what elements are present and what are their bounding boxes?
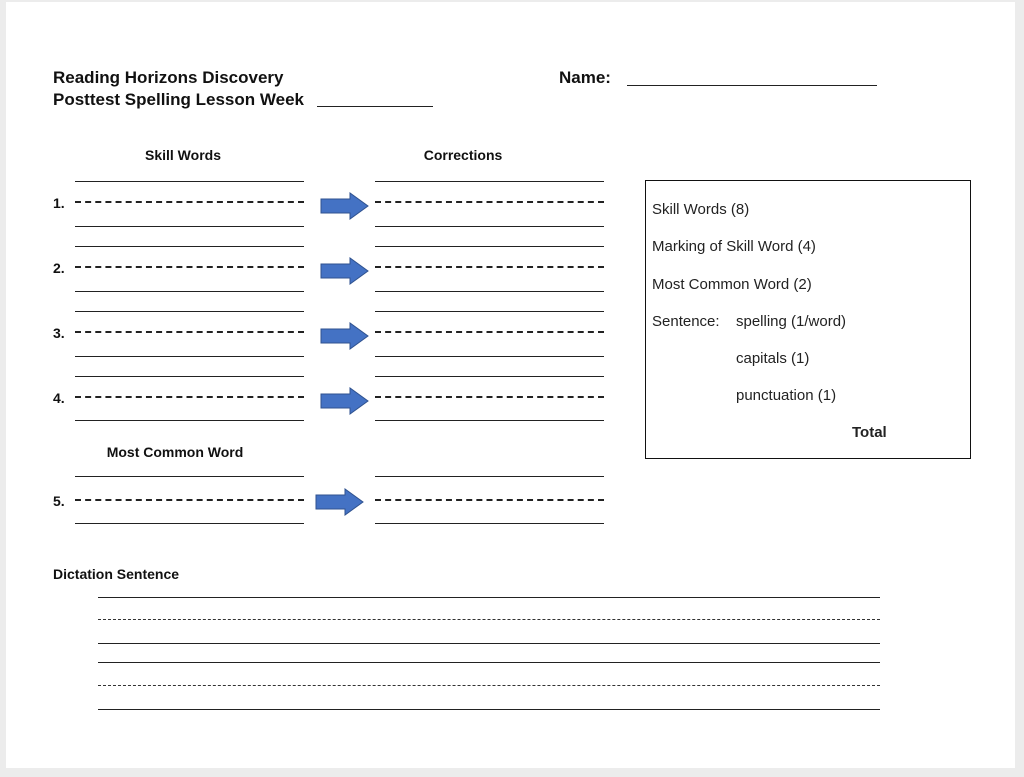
row3-correction-top-line (375, 311, 604, 312)
row1-correction-line[interactable] (375, 201, 604, 203)
row5-skill-top-line (75, 476, 304, 477)
row4-correction-line[interactable] (375, 396, 604, 398)
row3-correction-bottom-line (375, 356, 604, 357)
dictation-line-2-bottom (98, 709, 880, 710)
row5-skill-bottom-line (75, 523, 304, 524)
right-arrow-icon (320, 192, 369, 220)
dictation-line-2-top (98, 662, 880, 663)
most-common-word-heading: Most Common Word (106, 444, 244, 460)
rubric-most-common: Most Common Word (2) (652, 276, 812, 293)
name-label: Name: (559, 68, 611, 87)
row1-number: 1. (53, 195, 65, 211)
lesson-week-blank[interactable] (317, 106, 433, 107)
rubric-punctuation: punctuation (1) (736, 387, 837, 404)
row4-skill-word-line[interactable] (75, 396, 304, 398)
dictation-line-1-bottom (98, 643, 880, 644)
scoring-rubric-box (645, 180, 971, 459)
row1-correction-bottom-line (375, 226, 604, 227)
worksheet-title: Reading Horizons Discovery (53, 68, 284, 87)
row4-correction-top-line (375, 376, 604, 377)
row2-correction-bottom-line (375, 291, 604, 292)
rubric-skill-words: Skill Words (8) (652, 201, 750, 218)
row3-correction-line[interactable] (375, 331, 604, 333)
row4-skill-top-line (75, 376, 304, 377)
right-arrow-icon (320, 387, 369, 415)
row5-correction-bottom-line (375, 523, 604, 524)
row3-number: 3. (53, 325, 65, 341)
dictation-line-1-mid[interactable] (98, 619, 880, 620)
row3-skill-top-line (75, 311, 304, 312)
corrections-heading: Corrections (423, 147, 503, 163)
right-arrow-icon (315, 488, 364, 516)
rubric-capitals: capitals (1) (736, 350, 810, 367)
rubric-sentence-label: Sentence: (652, 313, 720, 330)
skill-words-heading: Skill Words (145, 147, 221, 163)
rubric-spelling: spelling (1/word) (736, 313, 847, 330)
row2-correction-top-line (375, 246, 604, 247)
row4-skill-bottom-line (75, 420, 304, 421)
row5-common-word-line[interactable] (75, 499, 304, 501)
rubric-total: Total (852, 424, 887, 441)
dictation-line-1-top (98, 597, 880, 598)
dictation-line-2-mid[interactable] (98, 685, 880, 686)
worksheet-subtitle: Posttest Spelling Lesson Week (53, 90, 304, 109)
row2-number: 2. (53, 260, 65, 276)
rubric-marking: Marking of Skill Word (4) (652, 238, 816, 255)
row2-skill-top-line (75, 246, 304, 247)
row3-skill-bottom-line (75, 356, 304, 357)
dictation-sentence-label: Dictation Sentence (53, 566, 180, 582)
row2-skill-bottom-line (75, 291, 304, 292)
right-arrow-icon (320, 257, 369, 285)
row5-number: 5. (53, 493, 65, 509)
row3-skill-word-line[interactable] (75, 331, 304, 333)
row1-skill-top-line (75, 181, 304, 182)
right-arrow-icon (320, 322, 369, 350)
row5-correction-line[interactable] (375, 499, 604, 501)
row5-correction-top-line (375, 476, 604, 477)
row1-skill-word-line[interactable] (75, 201, 304, 203)
worksheet-page (6, 2, 1015, 768)
row2-skill-word-line[interactable] (75, 266, 304, 268)
row4-number: 4. (53, 390, 65, 406)
row2-correction-line[interactable] (375, 266, 604, 268)
row4-correction-bottom-line (375, 420, 604, 421)
row1-correction-top-line (375, 181, 604, 182)
row1-skill-bottom-line (75, 226, 304, 227)
name-blank[interactable] (627, 85, 877, 86)
